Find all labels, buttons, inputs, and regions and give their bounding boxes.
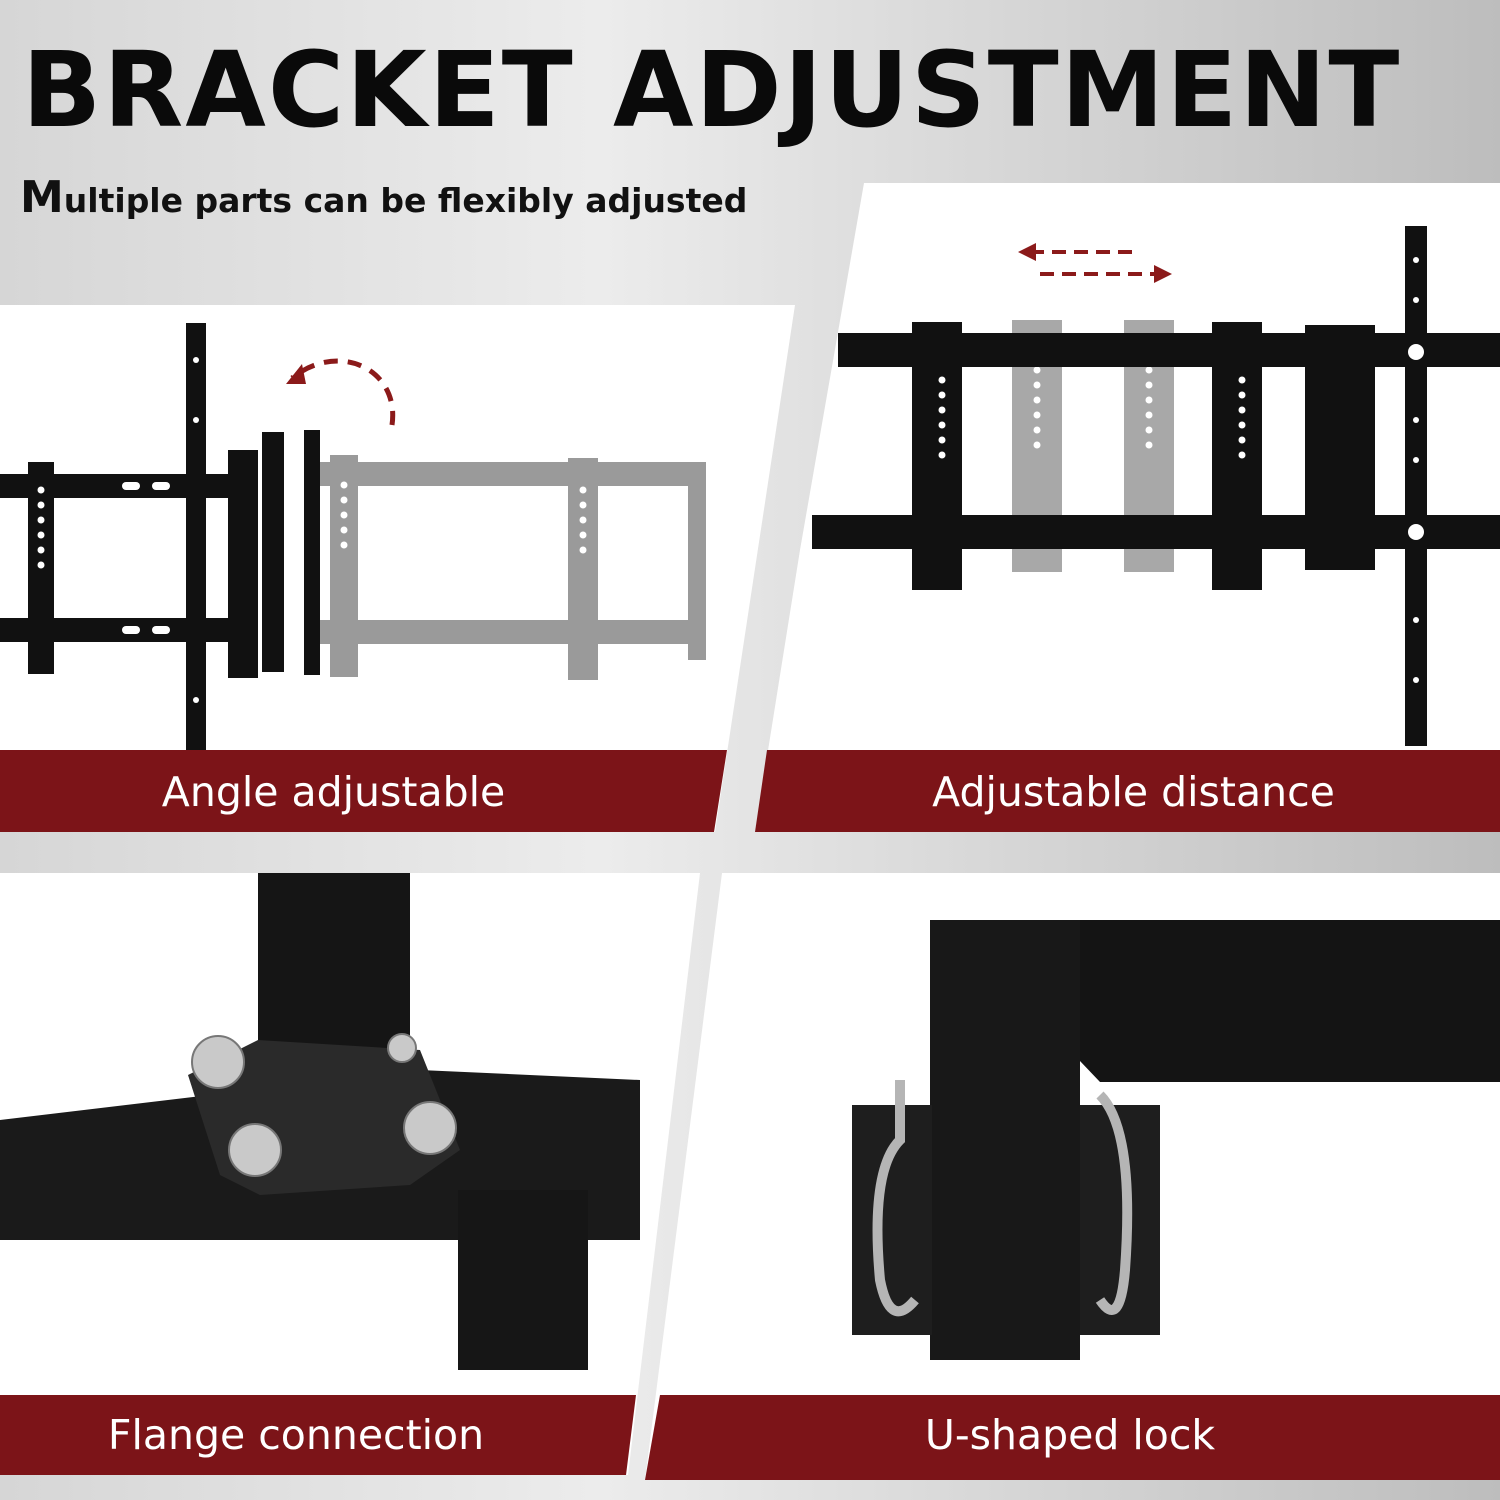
distance-arrowhead-left-icon [1018,243,1036,261]
bolt-icons [191,1033,457,1177]
label-bar-ulock [645,1395,1500,1480]
dark-bracket [0,323,320,750]
label-angle-adjustable: Angle adjustable [161,768,506,816]
panel-angle-adjustable [0,305,795,832]
ghost-bracket [320,455,706,680]
distance-arrowhead-right-icon [1154,265,1172,283]
panel-u-shaped-lock [645,873,1500,1480]
label-adjustable-distance: Adjustable distance [932,768,1335,816]
ghost-holes [340,481,587,554]
label-bar-flange [0,1395,636,1475]
u-bolt-left-icon [872,1080,919,1317]
frame-holes [938,257,1424,683]
rotate-arrowhead-icon [286,364,306,384]
panel-flange-connection [0,873,700,1475]
vertical-leg [930,920,1080,1360]
label-u-shaped-lock: U-shaped lock [924,1411,1216,1459]
vertical-post [258,873,410,1073]
label-bar-angle [0,750,727,832]
rotate-arrow-icon [290,358,396,426]
lock-plate-left [852,1105,932,1335]
lower-leg [458,1190,588,1370]
dark-frame [812,226,1500,746]
label-flange-connection: Flange connection [107,1411,485,1459]
subtitle-rest: ultiple parts can be flexibly adjusted [63,181,748,220]
panel-adjustable-distance [755,183,1500,832]
page-subtitle: Multiple parts can be flexibly adjusted [20,176,747,220]
u-bolt-right-icon [1095,1091,1133,1315]
label-bar-distance [755,750,1500,832]
bracket-holes [37,357,199,703]
page-title: BRACKET ADJUSTMENT [22,29,1402,151]
subtitle-initial: M [20,172,64,223]
